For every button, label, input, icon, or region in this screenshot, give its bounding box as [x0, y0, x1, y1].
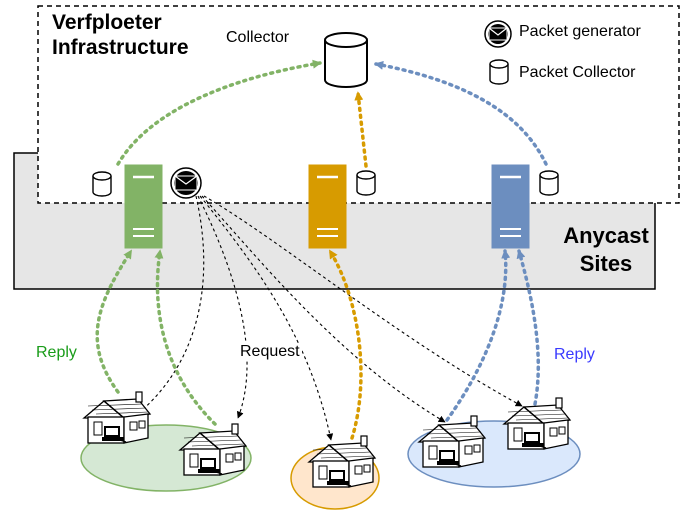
client-house-icon — [418, 415, 486, 468]
anycast-title-line2: Sites — [579, 251, 633, 276]
client-house-icon — [503, 397, 571, 450]
request-arrow — [197, 195, 248, 419]
legend-envelope-icon — [484, 20, 512, 48]
server-icon-orange — [308, 164, 347, 249]
request-arrow — [201, 195, 446, 423]
request-arrow — [199, 195, 334, 441]
forward-arrow-green — [116, 59, 322, 166]
site-database-icon — [92, 171, 112, 197]
request-arrow — [139, 195, 205, 413]
server-icon-green — [124, 164, 163, 249]
legend-generator-label: Packet generator — [519, 23, 641, 40]
site-database-icon — [356, 170, 376, 196]
reply-arrow-green — [154, 249, 217, 426]
collector-database-icon — [324, 32, 368, 88]
reply-arrow-green — [95, 249, 133, 394]
infrastructure-title-line2: Infrastructure — [52, 36, 189, 59]
packet-generator-envelope-icon — [170, 167, 202, 199]
infrastructure-title: Verfploeter Infrastructure — [52, 10, 189, 60]
forward-arrow-blue — [374, 60, 548, 166]
reply-label-blue: Reply — [554, 346, 595, 363]
reply-arrow-orange — [328, 249, 363, 440]
client-house-icon — [83, 391, 151, 444]
legend-collector-label: Packet Collector — [519, 64, 636, 81]
anycast-title-line1: Anycast — [563, 223, 649, 248]
server-icon-blue — [491, 164, 530, 249]
request-label: Request — [238, 343, 302, 361]
client-house-icon — [308, 435, 376, 488]
anycast-title: Anycast Sites — [556, 222, 656, 278]
reply-arrow-blue — [445, 249, 511, 422]
legend-database-icon — [489, 59, 509, 85]
reply-arrow-blue — [516, 249, 541, 406]
collector-label: Collector — [226, 29, 290, 46]
forward-arrow-orange — [354, 91, 368, 168]
site-database-icon — [539, 170, 559, 196]
infrastructure-title-line1: Verfploeter — [52, 11, 162, 34]
reply-label-green: Reply — [36, 344, 77, 361]
